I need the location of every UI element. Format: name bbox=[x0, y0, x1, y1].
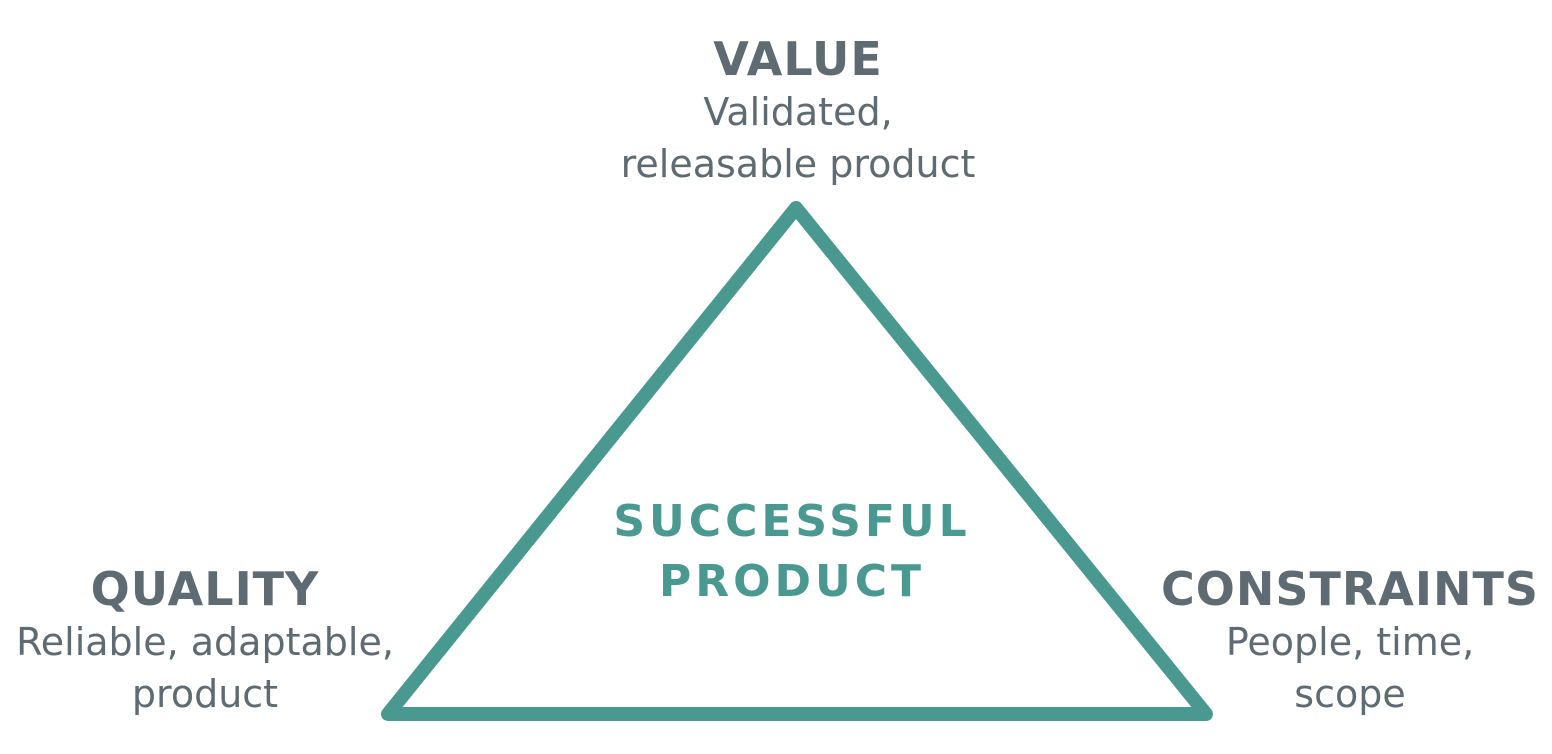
center-line-2: PRODUCT bbox=[658, 556, 926, 607]
triangle-outline bbox=[381, 201, 1213, 721]
quality-desc-line-2: product bbox=[131, 672, 279, 716]
value-desc-line-1: Validated, bbox=[703, 90, 893, 134]
quality-title: QUALITY bbox=[90, 562, 320, 616]
quality-label-group: QUALITY Reliable, adaptable, product bbox=[0, 562, 410, 720]
constraints-label-group: CONSTRAINTS People, time, scope bbox=[1160, 562, 1540, 720]
constraints-title: CONSTRAINTS bbox=[1160, 562, 1539, 616]
constraints-desc-line-1: People, time, bbox=[1225, 620, 1475, 664]
value-desc-line-2: releasable product bbox=[620, 142, 976, 186]
constraints-desc-line-2: scope bbox=[1294, 672, 1406, 716]
value-title: VALUE bbox=[713, 32, 883, 86]
value-label-group: VALUE Validated, releasable product bbox=[558, 32, 1038, 190]
center-label-group: SUCCESSFUL PRODUCT bbox=[592, 492, 992, 612]
center-line-1: SUCCESSFUL bbox=[613, 496, 971, 547]
quality-desc-line-1: Reliable, adaptable, bbox=[16, 620, 394, 664]
